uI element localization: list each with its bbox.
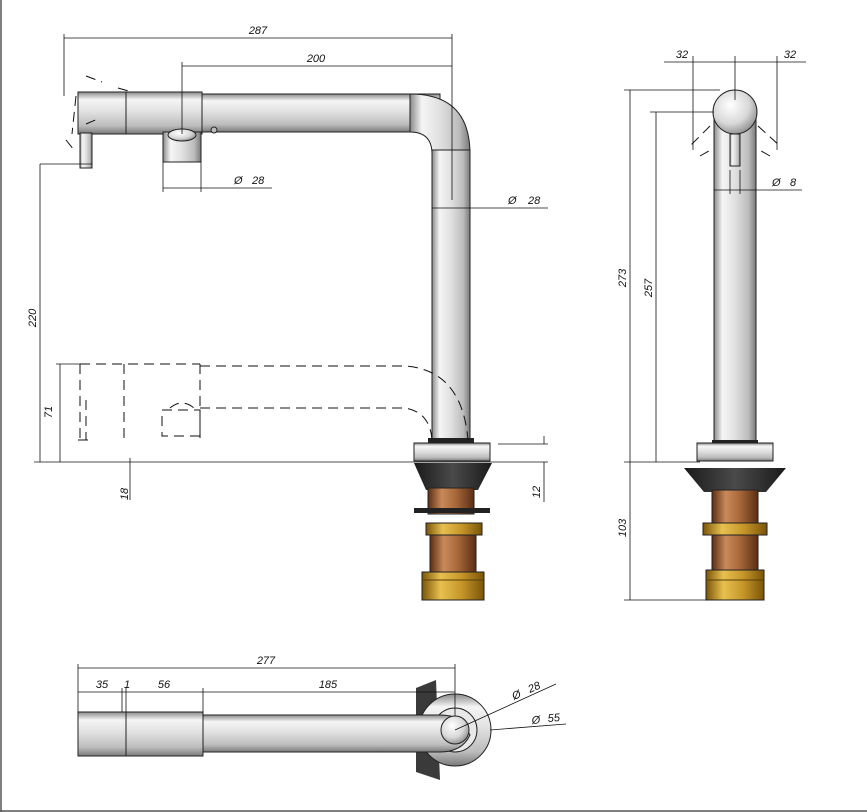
dim-offset: 18 xyxy=(119,487,131,500)
top-head xyxy=(77,711,127,757)
top-sleeve xyxy=(125,711,204,757)
spray-nozzle xyxy=(79,132,93,169)
front-gasket xyxy=(684,468,786,492)
base-gasket xyxy=(414,463,492,490)
front-nozzle xyxy=(729,133,741,167)
dim-top-base-symbol: Ø xyxy=(530,714,542,727)
dim-front-right: 32 xyxy=(784,49,796,61)
dim-outlet-height: 220 xyxy=(27,308,39,328)
base-washer xyxy=(414,508,490,513)
front-shank xyxy=(711,489,759,525)
dim-top-seg-a: 35 xyxy=(96,679,109,691)
dim-top-seg-c: 56 xyxy=(158,679,171,691)
spout-riser xyxy=(431,149,471,443)
front-swivel-ghost xyxy=(689,125,781,157)
riser-collar xyxy=(428,438,474,444)
dim-top-tube-symbol: Ø xyxy=(509,688,524,703)
dim-pin-diameter-symbol: Ø xyxy=(771,177,782,189)
dim-top-seg-d: 185 xyxy=(319,679,338,691)
dim-pin-diameter: 8 xyxy=(790,177,797,189)
front-nut xyxy=(702,522,768,536)
dim-spray-diameter: 28 xyxy=(251,175,265,187)
front-riser xyxy=(713,117,757,445)
top-arm xyxy=(202,714,471,753)
dim-overall-length: 287 xyxy=(248,25,268,37)
dim-flange: 12 xyxy=(531,486,543,498)
dim-spout-reach: 200 xyxy=(306,53,326,65)
dim-tube-diameter-symbol: Ø xyxy=(507,195,518,207)
lowered-ghost xyxy=(78,363,469,441)
front-view: 32 32 Ø 8 273 257 103 xyxy=(617,49,806,601)
front-tube xyxy=(711,534,759,572)
swivel-ghost xyxy=(65,75,133,151)
spout-arm xyxy=(199,93,441,133)
spout-pin xyxy=(210,126,218,134)
dim-tube-height: 257 xyxy=(643,278,655,298)
dim-top-seg-b: 1 xyxy=(124,679,130,691)
dim-lowered-height: 71 xyxy=(43,406,55,418)
dim-tube-diameter: 28 xyxy=(527,195,541,207)
base-tube xyxy=(429,534,477,574)
front-base-ring xyxy=(696,442,774,462)
base-fitting xyxy=(421,571,485,601)
dim-top-overall: 277 xyxy=(256,655,276,667)
dim-below-deck: 103 xyxy=(617,518,629,537)
spray-head xyxy=(77,91,129,135)
dim-top-tube-diameter: 28 xyxy=(525,679,543,696)
base-ring xyxy=(413,442,491,462)
top-view: 277 35 1 56 185 Ø 28 Ø 55 xyxy=(77,655,567,780)
side-view: 287 200 Ø 28 Ø 28 220 71 18 12 xyxy=(27,25,548,601)
dim-spray-diameter-symbol: Ø xyxy=(233,175,244,187)
spray-sleeve xyxy=(125,91,203,135)
dim-top-base-diameter: 55 xyxy=(547,712,561,725)
front-fitting xyxy=(705,569,765,601)
dim-front-left: 32 xyxy=(676,49,688,61)
dim-total-height: 273 xyxy=(617,268,629,288)
base-nut xyxy=(425,522,483,536)
